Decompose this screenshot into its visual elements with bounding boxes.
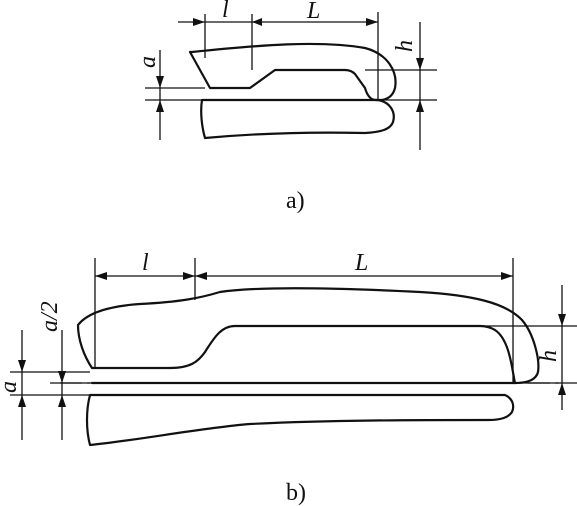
dim-l-a: l bbox=[178, 0, 262, 70]
figure-a-upper-part bbox=[188, 42, 397, 102]
dim-a-half-b: a/2 bbox=[37, 301, 90, 440]
dim-l-b: l bbox=[94, 250, 196, 368]
caption-a: a) bbox=[286, 188, 305, 214]
label-h-a: h bbox=[392, 40, 418, 52]
figure-a: l L a h a) bbox=[135, 0, 437, 214]
label-l-b: l bbox=[142, 250, 149, 276]
figure-a-lower-part bbox=[200, 98, 395, 140]
dim-L-b: L bbox=[195, 250, 514, 383]
dim-L-a: L bbox=[252, 0, 379, 100]
caption-b: b) bbox=[286, 480, 306, 506]
label-a-b: a bbox=[0, 381, 22, 393]
figure-b-upper-part bbox=[76, 287, 540, 385]
label-a-half-b: a/2 bbox=[37, 301, 63, 332]
dim-h-b: h bbox=[480, 285, 577, 410]
figure-b: l L a a/2 bbox=[0, 250, 577, 506]
label-l-a: l bbox=[222, 0, 229, 23]
label-h-b: h bbox=[536, 350, 562, 362]
label-L-a: L bbox=[306, 0, 320, 24]
dim-a-a: a bbox=[135, 50, 205, 140]
label-a-a: a bbox=[135, 56, 161, 68]
figure-b-lower-part bbox=[85, 393, 515, 447]
label-L-b: L bbox=[354, 250, 368, 276]
dim-a-b: a bbox=[0, 330, 90, 440]
dim-h-a: h bbox=[365, 22, 437, 150]
